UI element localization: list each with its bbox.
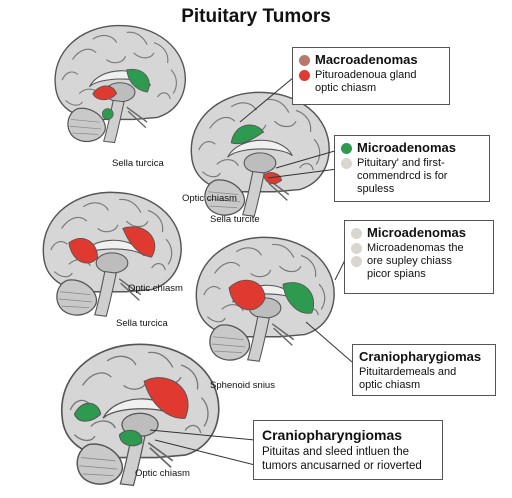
label-sella-turcica: Sella turcite [210, 214, 260, 225]
tumor-green [126, 68, 150, 93]
label-optic-chiasm: Optic chiasm [182, 193, 237, 204]
callout-line: Microadenomas the [351, 242, 487, 255]
callout-line: Pituroadenoua gland optic chiasm [299, 69, 443, 95]
legend-dot-grey [351, 256, 362, 267]
tumor-green-low [119, 429, 143, 447]
label-sphenoid-sinus: Sphenoid snius [210, 380, 275, 391]
tumor-red [228, 279, 266, 311]
tumor-red [263, 172, 283, 185]
callout-craniopharyngiomas-1: Craniopharygiomas Pituitardemeals and op… [352, 344, 496, 396]
callout-text: Pituroadenoua gland optic chiasm [315, 69, 417, 94]
callout-heading: Craniopharyngiomas [262, 427, 403, 443]
page-title: Pituitary Tumors [181, 6, 331, 27]
callout-heading: Craniopharygiomas [359, 349, 482, 364]
legend-dot-grey [341, 158, 352, 169]
callout-text: Microadenomas the [367, 242, 464, 254]
callout-macroadenomas: Macroadenomas Pituroadenoua gland optic … [292, 47, 450, 105]
brain-diagram-4 [195, 236, 335, 362]
brain-diagram-1 [54, 24, 187, 144]
callout-text: Pituitardemeals and optic chiasm [359, 366, 457, 391]
label-sella-turcica: Sella turcica [116, 318, 168, 329]
callout-heading: Macroadenomas [315, 52, 418, 67]
label-sella-turcica: Sella turcica [112, 158, 164, 169]
tumor-green [282, 282, 314, 314]
callout-heading: Microadenomas [357, 140, 456, 155]
callout-microadenomas-2: Microadenomas Microadenomas the ore supl… [344, 220, 494, 294]
legend-dot-brown [299, 54, 310, 66]
tumor-red-front [122, 226, 156, 258]
callout-heading-row: Macroadenomas [299, 52, 443, 67]
callout-heading-row: Microadenomas [351, 225, 487, 240]
label-optic-chiasm: Optic chiasm [135, 468, 190, 479]
legend-dot-green [341, 142, 352, 154]
tumor-green [73, 402, 102, 422]
callout-microadenomas-1: Microadenomas Pituitary' and first- comm… [334, 135, 490, 202]
callout-text: Pituitas and sleed intluen the tumors an… [262, 446, 422, 472]
callout-heading-row: Microadenomas [341, 140, 483, 155]
tumor-red [92, 85, 118, 101]
callout-craniopharyngiomas-2: Craniopharyngiomas Pituitas and sleed in… [253, 420, 443, 480]
brain-diagram-5 [60, 343, 220, 487]
tumor-green [230, 124, 265, 145]
legend-dot-grey [351, 227, 362, 239]
callout-line: Pituitary' and first- commendrcd is for … [341, 157, 483, 196]
leader-lines [149, 71, 353, 466]
brain-diagram-3 [42, 191, 182, 317]
brain-diagram-2 [190, 91, 330, 217]
callout-heading: Microadenomas [367, 225, 466, 240]
legend-dot-grey [351, 243, 362, 254]
label-optic-chiasm: Optic chiasm [128, 283, 183, 294]
legend-dot-red [299, 70, 310, 81]
tumor-green-small [101, 108, 114, 120]
tumor-red [68, 238, 99, 264]
callout-text: Pituitary' and first- commendrcd is for … [357, 157, 448, 195]
callout-text: ore supley chiass picor spians [367, 255, 452, 280]
callout-line: ore supley chiass picor spians [351, 255, 487, 281]
tumor-red [143, 377, 189, 419]
